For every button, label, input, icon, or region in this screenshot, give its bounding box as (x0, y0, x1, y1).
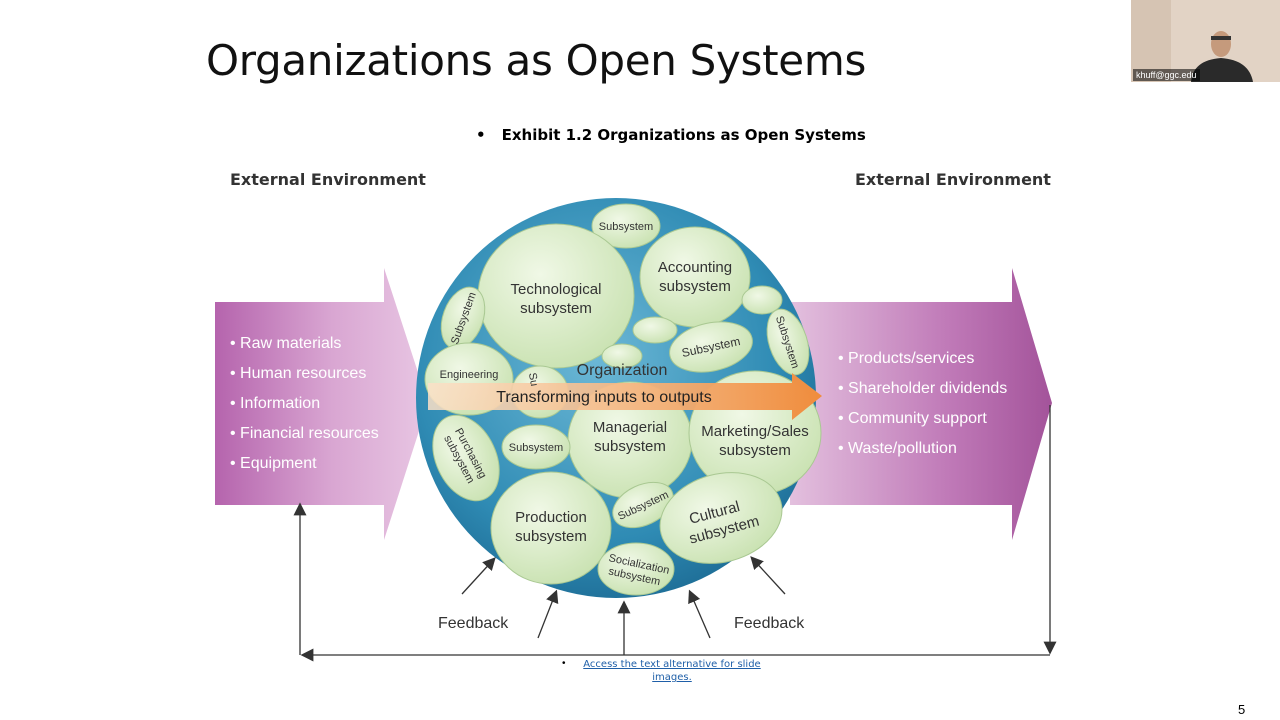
small-mid-bubble (632, 316, 678, 344)
accounting-label-2: subsystem (659, 278, 731, 295)
cultural-bubble (659, 472, 783, 564)
small-center-bubble (601, 343, 643, 369)
subsystem-right-vertical-bubble (766, 308, 810, 376)
marketing-label-2: subsystem (719, 442, 791, 459)
socialization-bubble (597, 542, 675, 596)
input-bullet: • (230, 455, 240, 472)
slide-title: Organizations as Open Systems (206, 36, 867, 85)
managerial-label-2: subsystem (594, 438, 666, 455)
subsystem-mid-left-bubble (501, 424, 571, 470)
production-bubble (490, 471, 612, 585)
input-item: • Raw materials (230, 335, 341, 352)
input-item: • Financial resources (230, 425, 379, 442)
participant-video[interactable]: khuff@ggc.edu (1131, 0, 1280, 82)
technological-label-1: Technological (511, 281, 602, 298)
subsystem-mid-left-label: Subsystem (509, 442, 563, 454)
output-bullet: • (838, 410, 848, 427)
feedback-arrow-3 (688, 589, 711, 639)
output-item: • Community support (838, 410, 987, 427)
input-arrow (215, 268, 428, 540)
output-item: • Products/services (838, 350, 974, 367)
feedback-right-label: Feedback (734, 615, 805, 632)
input-item: • Equipment (230, 455, 317, 472)
subsystem-small-bottom-bubble (612, 481, 674, 529)
text-alternative-link[interactable]: Access the text alternative for slide im… (583, 659, 761, 683)
output-item: • Shareholder dividends (838, 380, 1007, 397)
organization-label: Organization (577, 362, 668, 379)
input-item: • Human resources (230, 365, 366, 382)
input-item-text: Financial resources (240, 425, 379, 442)
accounting-label-1: Accounting (658, 259, 732, 276)
feedback-arrow-1 (461, 557, 496, 595)
purchasing-bubble (432, 414, 500, 502)
output-bullet: • (838, 380, 848, 397)
participant-silhouette-icon (1131, 0, 1280, 82)
output-item-text: Waste/pollution (848, 440, 957, 457)
input-item-text: Raw materials (240, 335, 341, 352)
right-environment-heading: External Environment (855, 170, 1051, 189)
output-item-text: Community support (848, 410, 987, 427)
output-item-text: Products/services (848, 350, 974, 367)
output-bullet: • (838, 350, 848, 367)
output-bullet: • (838, 440, 848, 457)
input-item: • Information (230, 395, 320, 412)
input-item-text: Human resources (240, 365, 366, 382)
subsystem-mid-right-bubble (669, 321, 753, 373)
output-item: • Waste/pollution (838, 440, 957, 457)
input-item-text: Information (240, 395, 320, 412)
left-environment-heading: External Environment (230, 170, 426, 189)
input-bullet: • (230, 395, 240, 412)
marketing-label-1: Marketing/Sales (701, 423, 809, 440)
subsystem-top-label: Subsystem (599, 221, 653, 233)
input-bullet: • (230, 335, 240, 352)
participant-name-label: khuff@ggc.edu (1133, 69, 1200, 81)
feedback-arrow-2 (537, 589, 559, 639)
production-label-1: Production (515, 509, 587, 526)
engineering-label: Engineering (440, 369, 499, 381)
input-item-text: Equipment (240, 455, 317, 472)
technological-label-2: subsystem (520, 300, 592, 317)
input-bullet: • (230, 365, 240, 382)
production-label-2: subsystem (515, 528, 587, 545)
transform-arrow (428, 373, 822, 420)
output-arrow (790, 268, 1052, 540)
transform-label: Transforming inputs to outputs (496, 389, 712, 406)
input-bullet: • (230, 425, 240, 442)
small-right-bubble (741, 285, 783, 315)
exhibit-caption: • Exhibit 1.2 Organizations as Open Syste… (476, 126, 866, 144)
link-bullet: • (562, 658, 566, 669)
behind-arrow-label: Su (526, 372, 540, 387)
managerial-label-1: Managerial (593, 419, 667, 436)
slide-number: 5 (1238, 702, 1246, 717)
caption-bullet: • (476, 126, 486, 144)
feedback-arrow-4 (750, 556, 786, 595)
exhibit-caption-text: Exhibit 1.2 Organizations as Open System… (501, 126, 866, 144)
feedback-left-label: Feedback (438, 615, 509, 632)
subsystem-top-bubble (591, 203, 661, 249)
output-item-text: Shareholder dividends (848, 380, 1007, 397)
accounting-bubble (639, 226, 751, 328)
